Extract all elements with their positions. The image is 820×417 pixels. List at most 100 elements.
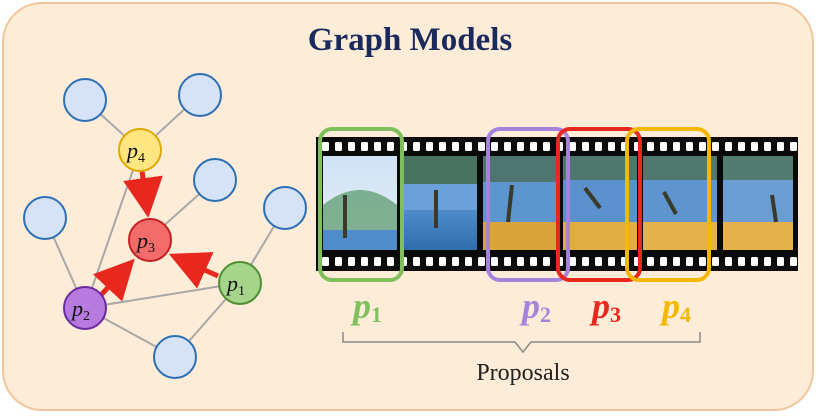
sprocket-hole xyxy=(595,257,602,266)
sprocket-hole xyxy=(751,257,758,266)
graph-node xyxy=(153,335,197,379)
sprocket-hole xyxy=(439,142,446,151)
sprocket-hole xyxy=(569,257,576,266)
node-p4-label: p4 xyxy=(125,138,145,166)
sprocket-hole xyxy=(504,257,511,266)
sprocket-hole xyxy=(543,257,550,266)
sprocket-hole xyxy=(764,142,771,151)
sprocket-hole xyxy=(478,142,485,151)
proposal-box-p2 xyxy=(486,127,570,282)
sprocket-hole xyxy=(465,257,472,266)
sprocket-hole xyxy=(686,142,693,151)
diagram-title: Graph Models xyxy=(307,22,513,58)
sprocket-hole xyxy=(790,257,797,266)
graph-edge xyxy=(84,282,241,309)
sprocket-hole xyxy=(738,257,745,266)
sprocket-hole xyxy=(413,257,420,266)
sprocket-hole xyxy=(686,257,693,266)
node-p3-label: p3 xyxy=(135,228,155,256)
sprocket-hole xyxy=(530,257,537,266)
sprocket-hole xyxy=(426,257,433,266)
sprocket-hole xyxy=(465,142,472,151)
sprocket-hole xyxy=(751,142,758,151)
sprocket-hole xyxy=(777,257,784,266)
sprocket-hole xyxy=(699,257,706,266)
graph-arrows xyxy=(92,170,220,302)
sprocket-hole xyxy=(452,257,459,266)
sprocket-hole xyxy=(712,257,719,266)
sprocket-hole xyxy=(517,257,524,266)
proposal-box-p1 xyxy=(318,127,404,282)
sprocket-hole xyxy=(387,257,394,266)
film-frames xyxy=(323,156,793,250)
proposals-brace xyxy=(342,332,701,354)
sprocket-hole xyxy=(322,257,329,266)
sprocket-hole xyxy=(348,257,355,266)
sprocket-hole xyxy=(517,142,524,151)
sprocket-hole xyxy=(608,257,615,266)
film-label-p3: p3 xyxy=(592,286,621,327)
graph-plain-nodes xyxy=(23,73,307,379)
arrow-p2-p3 xyxy=(92,258,135,302)
sprocket-hole xyxy=(595,142,602,151)
node-p1 xyxy=(218,261,262,305)
proposal-box-p3 xyxy=(556,127,642,282)
sprocket-hole xyxy=(725,257,732,266)
sprocket-hole xyxy=(764,257,771,266)
sprocket-hole xyxy=(660,257,667,266)
film-label-p2: p2 xyxy=(522,286,551,327)
sprocket-hole xyxy=(491,142,498,151)
graph-node xyxy=(263,186,307,230)
sprocket-hole xyxy=(439,257,446,266)
sprocket-hole xyxy=(582,142,589,151)
node-p2-label: p2 xyxy=(70,296,90,324)
sprocket-hole xyxy=(543,142,550,151)
sprocket-hole xyxy=(361,142,368,151)
node-p1-label: p1 xyxy=(225,271,245,299)
sprocket-hole xyxy=(504,142,511,151)
sprocket-hole xyxy=(569,142,576,151)
sprocket-hole xyxy=(335,257,342,266)
graph-node xyxy=(63,78,107,122)
sprocket-hole xyxy=(530,142,537,151)
sprocket-hole xyxy=(491,257,498,266)
sprocket-hole xyxy=(673,142,680,151)
proposal-box-p4 xyxy=(625,127,711,282)
sprocket-hole xyxy=(374,142,381,151)
graph-node xyxy=(23,196,67,240)
sprocket-hole xyxy=(777,142,784,151)
film-label-p1: p1 xyxy=(353,286,382,327)
node-p2 xyxy=(63,286,107,330)
sprocket-hole xyxy=(673,257,680,266)
arrow-p4-p3 xyxy=(123,170,163,218)
proposals-label: Proposals xyxy=(476,360,570,386)
sprocket-hole xyxy=(582,257,589,266)
sprocket-hole xyxy=(699,142,706,151)
node-p4 xyxy=(118,128,162,172)
sprocket-hole xyxy=(322,142,329,151)
film-label-p4: p4 xyxy=(662,286,691,327)
sprocket-hole xyxy=(660,142,667,151)
sprocket-hole xyxy=(361,257,368,266)
sprocket-hole xyxy=(647,257,654,266)
sprocket-hole xyxy=(790,142,797,151)
node-p3 xyxy=(128,218,172,262)
graph-node xyxy=(193,158,237,202)
sprocket-hole xyxy=(647,142,654,151)
sprocket-hole xyxy=(335,142,342,151)
sprocket-hole xyxy=(413,142,420,151)
sprocket-hole xyxy=(426,142,433,151)
proposal-boxes xyxy=(318,127,711,282)
sprocket-hole xyxy=(387,142,394,151)
sprocket-hole xyxy=(738,142,745,151)
graph-node xyxy=(178,73,222,117)
sprocket-hole xyxy=(608,142,615,151)
sprocket-hole xyxy=(725,142,732,151)
arrow-p1-p3 xyxy=(168,252,220,289)
sprocket-hole xyxy=(348,142,355,151)
sprocket-hole xyxy=(478,257,485,266)
sprocket-hole xyxy=(452,142,459,151)
sprocket-hole xyxy=(712,142,719,151)
sprocket-hole xyxy=(374,257,381,266)
